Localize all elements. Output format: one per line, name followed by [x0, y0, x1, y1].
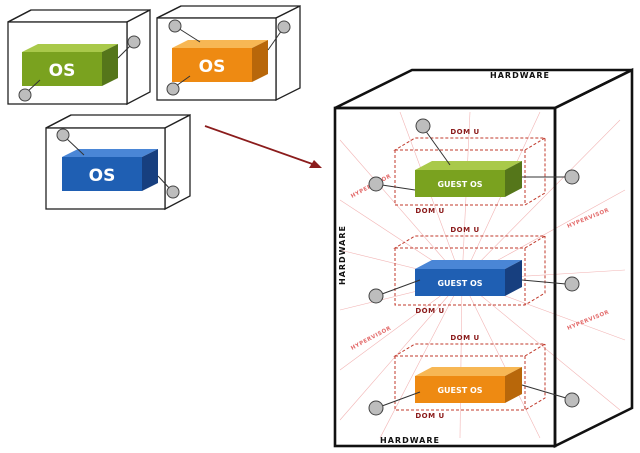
guest-os-block-blue: GUEST OS [415, 260, 522, 296]
guest-os-label: GUEST OS [437, 386, 482, 395]
guest-os-front [415, 170, 505, 197]
disk-icon [127, 35, 141, 49]
dom-u-2: DOM U DOM U GUEST OS [368, 226, 580, 315]
dom-u-label: DOM U [450, 334, 479, 342]
guest-os-side [505, 161, 522, 197]
dom-u-3: DOM U DOM U GUEST OS [368, 334, 580, 420]
os-block-side [142, 149, 158, 191]
os-label: OS [89, 166, 116, 186]
hardware-label-top: HARDWARE [490, 71, 550, 80]
physical-server-box: HARDWARE HARDWARE HARDWARE HYPERVISOR HY… [333, 67, 634, 449]
disk-icon [168, 19, 182, 33]
dom-u-label: DOM U [415, 412, 444, 420]
disk-icon [166, 185, 180, 199]
guest-os-front [415, 376, 505, 403]
dom-u-label: DOM U [415, 207, 444, 215]
os-block-front [22, 52, 102, 86]
guest-os-top [415, 367, 522, 376]
guest-os-front [415, 269, 505, 296]
small-server-box-1: OS [7, 8, 151, 106]
os-block-top [22, 44, 118, 52]
disk-icon [166, 82, 180, 96]
consolidation-arrow [204, 125, 322, 168]
guest-os-side [505, 260, 522, 296]
os-block-side [252, 40, 268, 82]
dom-u-label: DOM U [450, 226, 479, 234]
guest-os-label: GUEST OS [437, 279, 482, 288]
hardware-label-bottom: HARDWARE [380, 436, 440, 445]
guest-os-block-green: GUEST OS [415, 161, 522, 197]
dom-u-label: DOM U [415, 307, 444, 315]
disk-icon [564, 276, 580, 292]
disk-icon [564, 169, 580, 185]
guest-os-side [505, 367, 522, 403]
disk-icon [56, 128, 70, 142]
disk-icon [368, 400, 384, 416]
dom-u-label: DOM U [450, 128, 479, 136]
os-block-top [62, 149, 158, 157]
guest-os-label: GUEST OS [437, 180, 482, 189]
hardware-label-left: HARDWARE [338, 225, 347, 285]
guest-os-top [415, 260, 522, 269]
disk-icon [277, 20, 291, 34]
os-label: OS [199, 57, 226, 77]
os-block-orange: OS [172, 40, 268, 82]
disk-icon [368, 176, 384, 192]
disk-icon [564, 392, 580, 408]
disk-icon [415, 118, 431, 134]
disk-icon [368, 288, 384, 304]
guest-os-top [415, 161, 522, 170]
small-server-box-3: OS [45, 113, 191, 211]
hypervisor-label: HYPERVISOR [350, 325, 393, 351]
guest-os-block-orange: GUEST OS [415, 367, 522, 403]
os-block-blue: OS [62, 149, 158, 191]
os-block-front [62, 157, 142, 191]
small-server-box-2: OS [156, 4, 301, 102]
os-block-side [102, 44, 118, 86]
os-label: OS [49, 61, 76, 81]
os-block-top [172, 40, 268, 48]
dom-u-1: DOM U DOM U GUEST OS [368, 118, 580, 215]
disk-icon [18, 88, 32, 102]
os-block-green: OS [22, 44, 118, 86]
os-block-front [172, 48, 252, 82]
